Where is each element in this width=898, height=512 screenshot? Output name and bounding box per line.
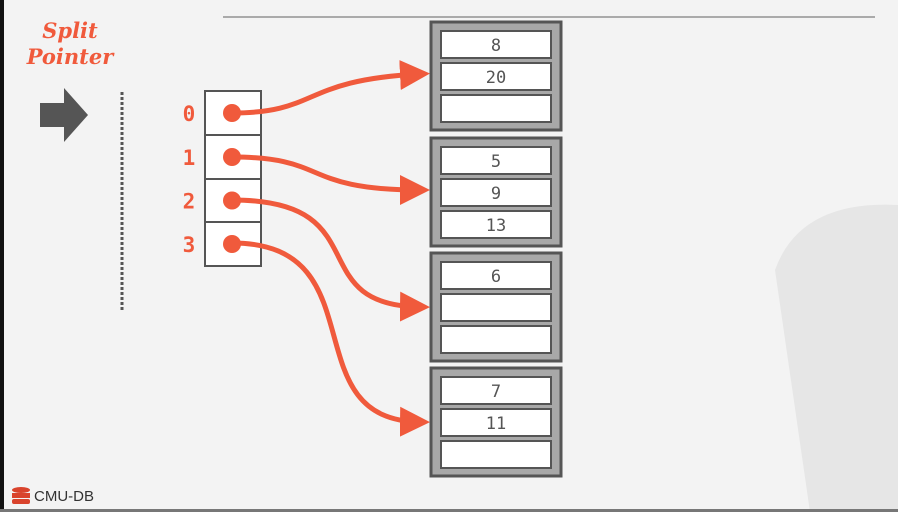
bucket-slot	[440, 261, 552, 290]
directory-index: 0	[183, 102, 196, 126]
pointer-3-to-bucket-4	[229, 240, 430, 437]
directory-index: 2	[183, 190, 196, 214]
bucket-slot	[440, 408, 552, 437]
bucket-value: 6	[491, 267, 501, 287]
bucket-value: 7	[491, 382, 501, 402]
split-pointer-arrow-icon	[40, 88, 88, 142]
bucket-slot	[440, 376, 552, 405]
bucket-value: 11	[486, 414, 506, 434]
bucket-value: 9	[491, 184, 501, 204]
bucket-slot	[440, 146, 552, 175]
pointer-dot	[223, 191, 241, 210]
bucket-slot	[440, 210, 552, 239]
bucket-value: 20	[486, 68, 506, 88]
buckets: 8 20 5 9 13 6 7 11	[429, 20, 563, 478]
pointer-1-to-bucket-2	[229, 154, 430, 205]
left-border	[0, 0, 4, 512]
bucket-slot	[440, 440, 552, 469]
database-logo-icon	[12, 487, 30, 504]
pointer-2-to-bucket-3	[229, 197, 430, 322]
bucket-slot	[440, 178, 552, 207]
bucket-value: 8	[491, 36, 501, 56]
bucket-slot	[440, 94, 552, 123]
cmu-db-logo: CMU-DB	[10, 486, 94, 506]
bucket-slot	[440, 293, 552, 322]
bucket-value: 5	[491, 152, 501, 172]
pointer-0-to-bucket-1	[229, 60, 430, 116]
bottom-border	[0, 509, 898, 512]
directory-index: 3	[183, 233, 196, 257]
directory-index: 1	[183, 146, 196, 170]
bucket-slot	[440, 325, 552, 354]
title-line-1: Split	[42, 18, 98, 43]
title-line-2: Pointer	[26, 44, 114, 69]
directory: 0 1 2 3	[183, 90, 262, 267]
pointer-dot	[223, 104, 241, 122]
pointer-dot	[223, 148, 241, 166]
split-pointer-label: Split Pointer	[20, 18, 120, 70]
database-watermark-icon	[775, 204, 898, 512]
bucket-value: 13	[486, 216, 506, 236]
logo-text: CMU-DB	[34, 487, 94, 505]
pointer-dot	[223, 235, 241, 253]
bucket-slot	[440, 30, 552, 59]
bucket-slot	[440, 62, 552, 91]
